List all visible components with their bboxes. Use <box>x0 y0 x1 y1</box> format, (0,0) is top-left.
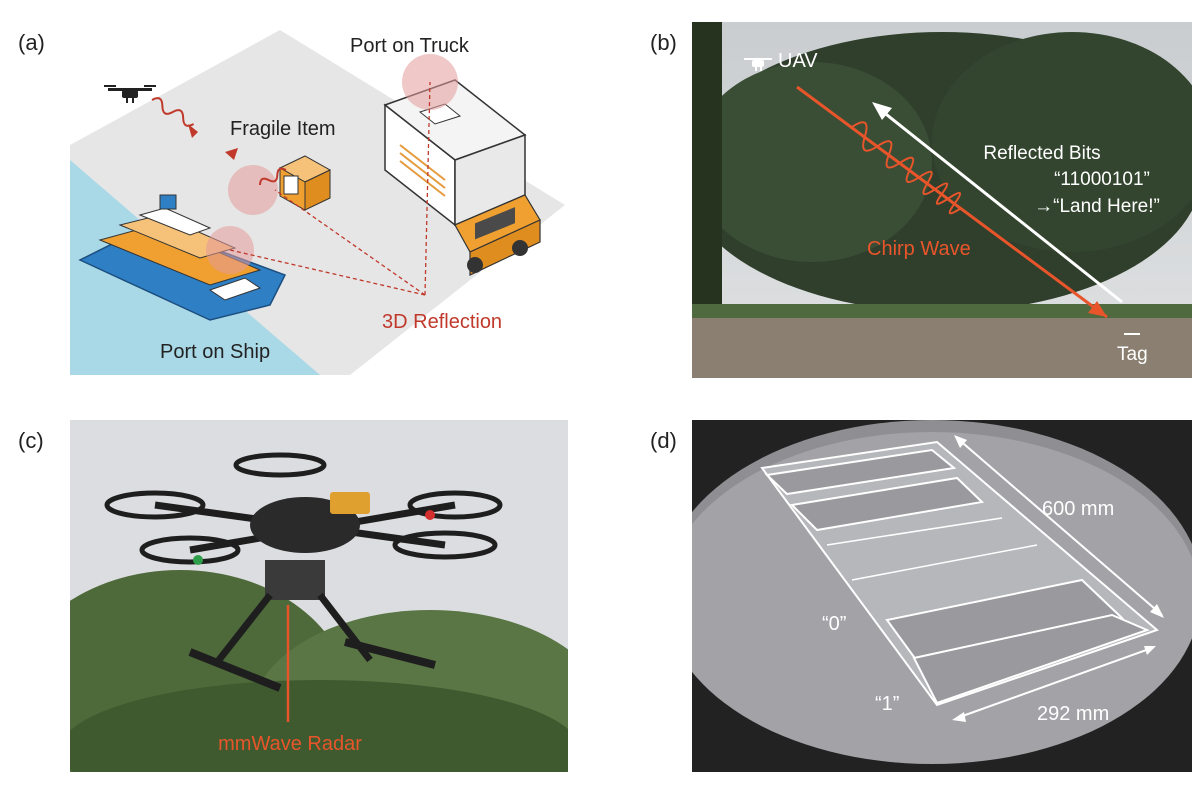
ship-port-highlight <box>206 226 254 274</box>
label-uav: UAV <box>778 50 818 72</box>
width-dimension-line <box>956 647 1153 719</box>
label-bits-value: “11000101” <box>1054 169 1150 190</box>
chirp-arrow-line <box>796 85 1108 319</box>
reflection-lines <box>229 81 431 296</box>
panel-c-photo: mmWave Radar <box>70 420 568 772</box>
chirp-wave-signal <box>851 121 962 215</box>
label-one: “1” <box>875 693 899 715</box>
label-port-on-ship: Port on Ship <box>160 341 270 363</box>
panel-a-illustration: Port on Truck Fragile Item Port on Ship … <box>70 30 565 375</box>
label-292mm: 292 mm <box>1037 703 1109 725</box>
panel-d-photo: 600 mm 292 mm “0” “1” <box>692 420 1192 772</box>
label-tag: Tag <box>1117 344 1148 365</box>
label-chirp-wave: Chirp Wave <box>867 238 971 260</box>
panel-label-c: (c) <box>18 428 44 453</box>
tag-empty-stripes <box>826 517 1038 581</box>
tag-stripes <box>764 448 1150 705</box>
drone-photo <box>104 452 503 692</box>
panel-label-a: (a) <box>18 30 45 55</box>
reflected-arrow-head <box>872 102 892 120</box>
fragile-wave-arrow <box>225 148 238 160</box>
label-mmwave-radar: mmWave Radar <box>218 733 362 755</box>
label-zero: “0” <box>822 613 846 635</box>
drone-wave <box>151 97 195 127</box>
uav-icon <box>744 58 772 71</box>
label-3d-reflection: 3D Reflection <box>382 311 502 333</box>
label-port-on-truck: Port on Truck <box>350 35 470 57</box>
panel-b-photo: UAV Reflected Bits “11000101” →“Land Her… <box>692 22 1192 378</box>
drone-wave-arrow <box>188 124 198 138</box>
label-fragile-item: Fragile Item <box>230 118 336 140</box>
length-dimension-line <box>956 437 1163 616</box>
label-land-here: →“Land Here!” <box>1034 196 1160 217</box>
panel-label-b: (b) <box>650 30 677 55</box>
fragile-wave <box>259 167 287 186</box>
drone-icon <box>104 85 156 103</box>
fragile-item-box <box>278 155 332 211</box>
chirp-arrow-head <box>1088 301 1107 317</box>
reflected-arrow-line <box>876 105 1123 304</box>
fragile-port-highlight <box>228 165 278 215</box>
label-reflected-bits: Reflected Bits <box>983 143 1100 164</box>
panel-label-d: (d) <box>650 428 677 453</box>
ground <box>692 312 1192 378</box>
label-600mm: 600 mm <box>1042 498 1114 520</box>
